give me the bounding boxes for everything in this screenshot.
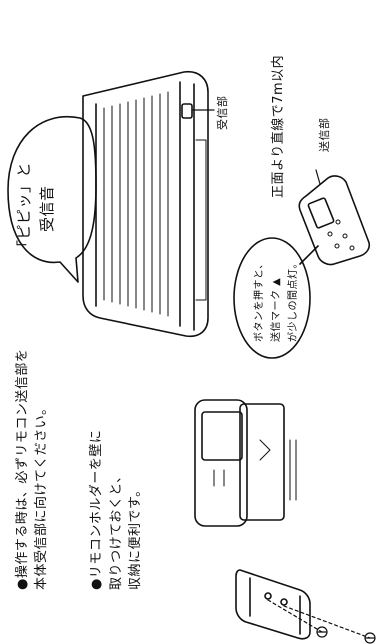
remote-in-holder-illustration	[194, 399, 297, 527]
air-conditioner-unit	[82, 70, 209, 338]
screw-illustrations	[267, 599, 376, 644]
button-speech-bubble	[233, 237, 311, 359]
empty-holder-illustration	[235, 569, 311, 640]
remote-controller-illustration	[298, 169, 371, 266]
